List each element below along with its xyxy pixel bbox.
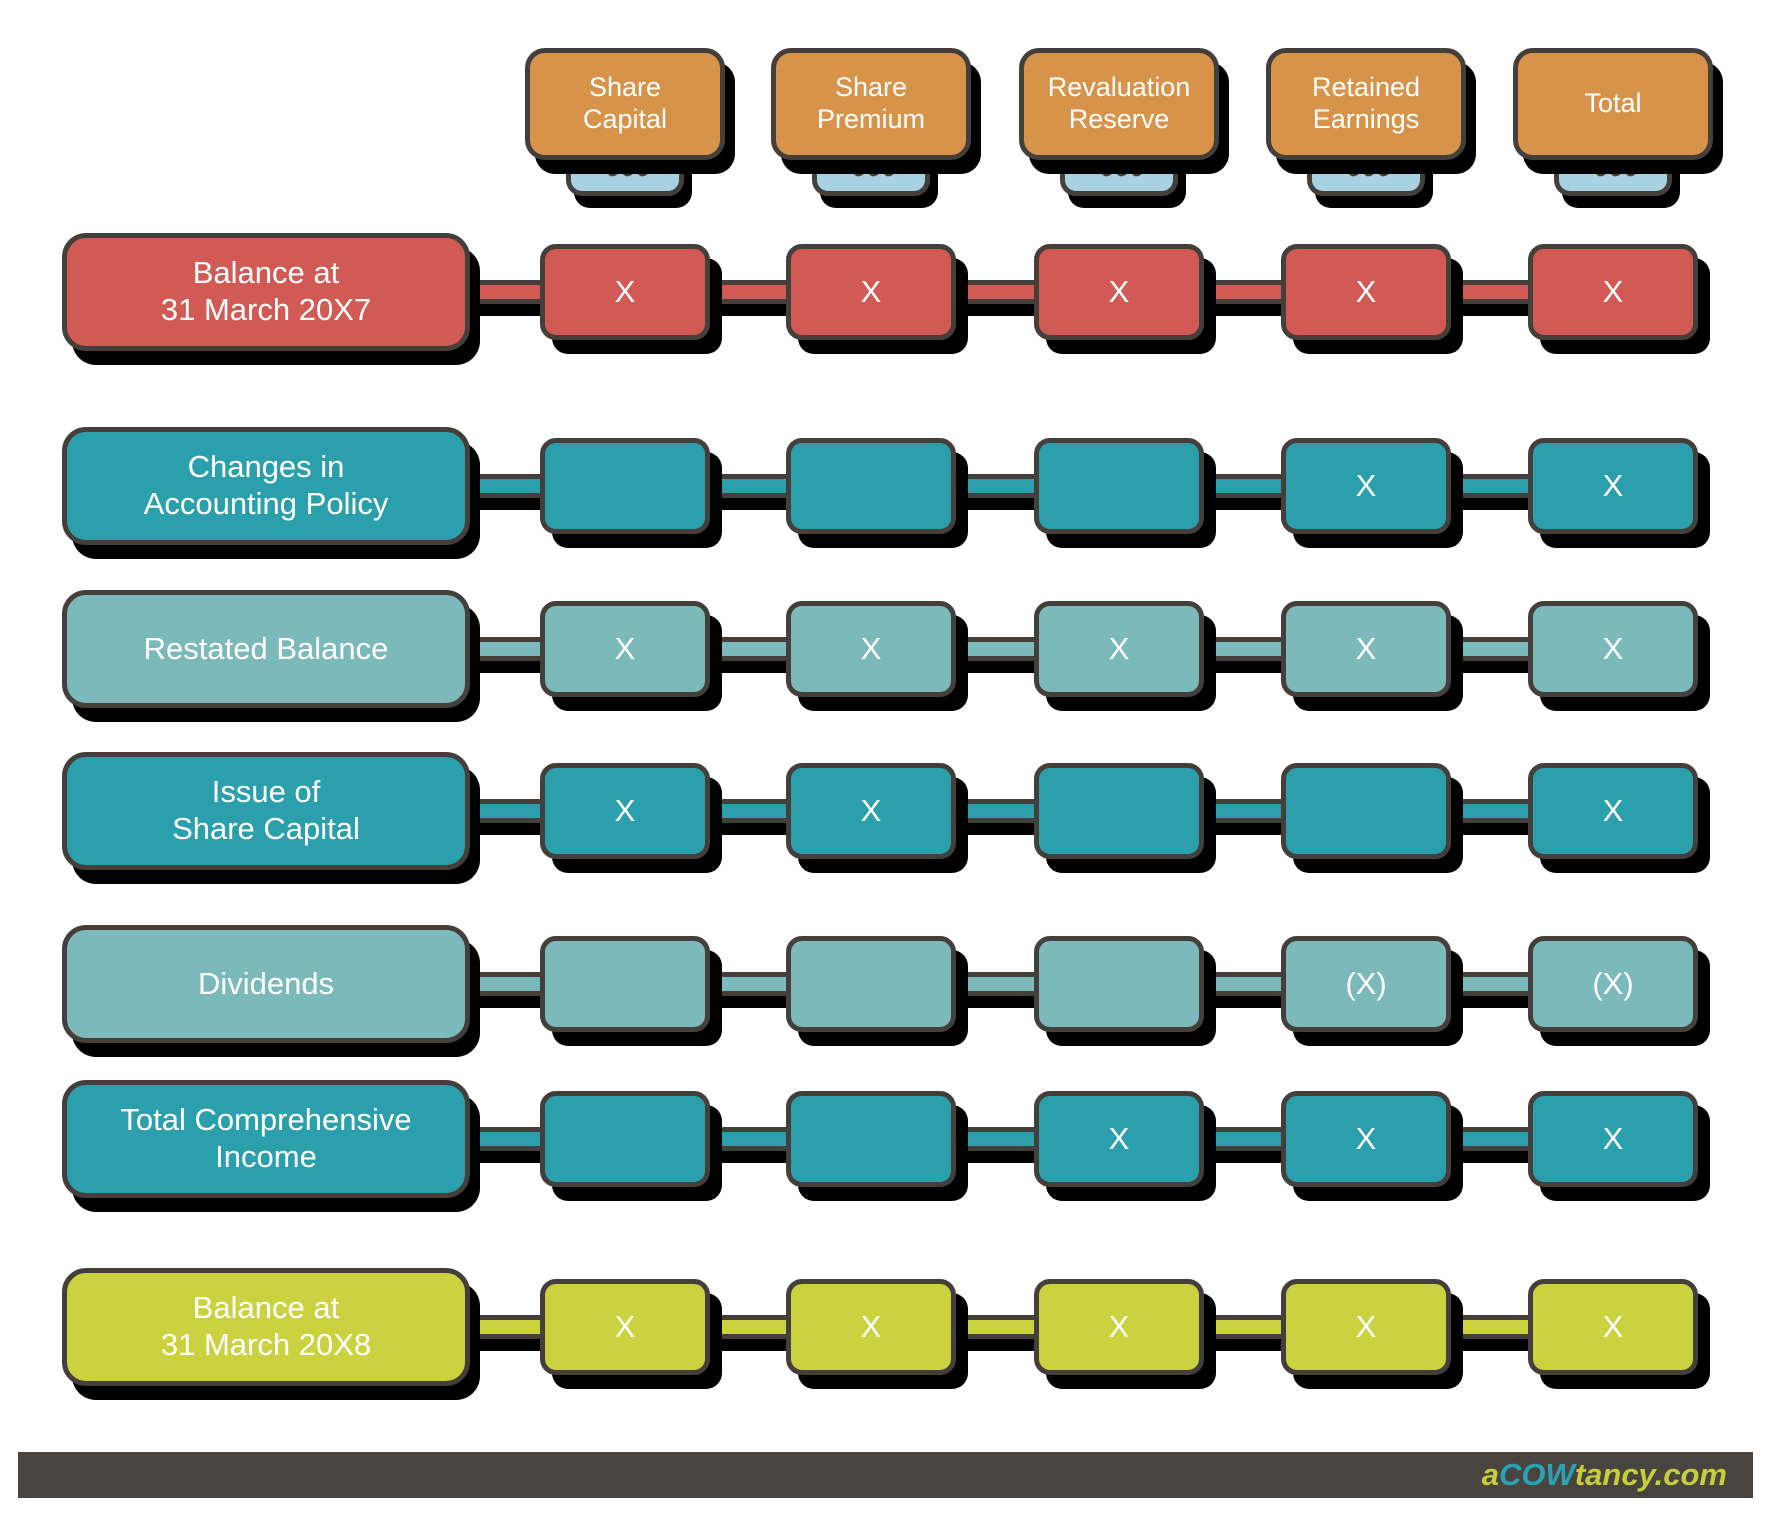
label-line: Balance at: [192, 255, 340, 291]
label-line: Balance at: [192, 1290, 340, 1326]
label-line: Issue of: [211, 774, 321, 810]
cell-balance-at-31-march-20x8--share-premium: X: [786, 1279, 956, 1375]
cell-total-comprehensive-income--total: X: [1528, 1091, 1698, 1187]
cell-dividends--total: (X): [1528, 936, 1698, 1032]
brand-logo-rest: tancy.com: [1574, 1457, 1727, 1492]
label-line: Premium: [816, 104, 925, 134]
cell-issue-of-share-capital--share-premium: X: [786, 763, 956, 859]
cell-issue-of-share-capital--revaluation-reserve: [1034, 763, 1204, 859]
cell-restated-balance--retained-earnings: X: [1281, 601, 1451, 697]
label-line: Capital: [582, 104, 668, 134]
label-line: 31 March 20X8: [160, 1327, 372, 1362]
cell-total-comprehensive-income--share-premium: [786, 1091, 956, 1187]
cell-dividends--share-capital: [540, 936, 710, 1032]
label-line: Share Capital: [172, 811, 360, 846]
cell-balance-at-31-march-20x7--share-premium: X: [786, 244, 956, 340]
row-label-restated-balance: Restated Balance: [62, 590, 470, 708]
label-line: Revaluation: [1047, 72, 1191, 103]
cell-balance-at-31-march-20x7--revaluation-reserve: X: [1034, 244, 1204, 340]
cell-balance-at-31-march-20x7--total: X: [1528, 244, 1698, 340]
label-line: Changes in: [187, 449, 345, 485]
cell-restated-balance--total: X: [1528, 601, 1698, 697]
label-line: Share: [588, 72, 662, 103]
cell-issue-of-share-capital--share-capital: X: [540, 763, 710, 859]
cell-dividends--share-premium: [786, 936, 956, 1032]
cell-changes-in-accounting-policy--share-premium: [786, 438, 956, 534]
label-line: Total: [1584, 88, 1642, 119]
cell-dividends--retained-earnings: (X): [1281, 936, 1451, 1032]
cell-balance-at-31-march-20x8--total: X: [1528, 1279, 1698, 1375]
cell-changes-in-accounting-policy--total: X: [1528, 438, 1698, 534]
cell-changes-in-accounting-policy--share-capital: [540, 438, 710, 534]
cell-balance-at-31-march-20x8--share-capital: X: [540, 1279, 710, 1375]
cell-total-comprehensive-income--revaluation-reserve: X: [1034, 1091, 1204, 1187]
cell-issue-of-share-capital--total: X: [1528, 763, 1698, 859]
table-row-dividends: Dividends (X) (X): [0, 925, 1771, 1043]
cell-total-comprehensive-income--retained-earnings: X: [1281, 1091, 1451, 1187]
cell-balance-at-31-march-20x7--retained-earnings: X: [1281, 244, 1451, 340]
brand-logo-cow: COW: [1499, 1457, 1575, 1492]
label-line: Income: [215, 1139, 317, 1174]
label-line: Restated Balance: [143, 630, 389, 666]
label-line: Reserve: [1068, 104, 1170, 134]
cell-balance-at-31-march-20x8--retained-earnings: X: [1281, 1279, 1451, 1375]
label-line: Dividends: [197, 965, 335, 1001]
cell-changes-in-accounting-policy--revaluation-reserve: [1034, 438, 1204, 534]
cell-dividends--revaluation-reserve: [1034, 936, 1204, 1032]
cell-balance-at-31-march-20x7--share-capital: X: [540, 244, 710, 340]
label-line: 31 March 20X7: [160, 292, 372, 327]
cell-changes-in-accounting-policy--retained-earnings: X: [1281, 438, 1451, 534]
cell-restated-balance--revaluation-reserve: X: [1034, 601, 1204, 697]
cell-total-comprehensive-income--share-capital: [540, 1091, 710, 1187]
label-line: Share: [834, 72, 908, 103]
row-label-dividends: Dividends: [62, 925, 470, 1043]
brand-logo-a: a: [1481, 1457, 1500, 1492]
label-line: Earnings: [1312, 104, 1420, 134]
cell-balance-at-31-march-20x8--revaluation-reserve: X: [1034, 1279, 1204, 1375]
column-header-total: Total: [1513, 48, 1713, 160]
cell-restated-balance--share-capital: X: [540, 601, 710, 697]
label-line: Retained: [1311, 72, 1421, 103]
cell-restated-balance--share-premium: X: [786, 601, 956, 697]
label-line: Accounting Policy: [143, 486, 389, 521]
label-line: Total Comprehensive: [120, 1102, 412, 1138]
cell-issue-of-share-capital--retained-earnings: [1281, 763, 1451, 859]
